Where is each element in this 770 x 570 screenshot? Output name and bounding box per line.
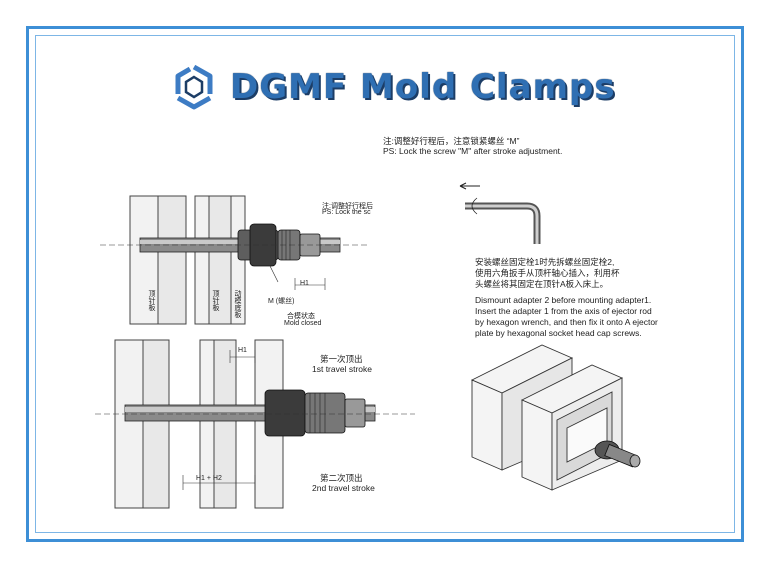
label-plate-3: 动模底板 [234,290,241,318]
instruction-en-4: plate by hexagonal socket head cap screw… [475,328,642,338]
header: DGMF Mold Clamps [170,62,616,112]
label-ejector-plate-2: 顶针板 [212,290,219,311]
label-h1-small: H1 [300,280,309,287]
first-stroke-en: 1st travel stroke [312,364,372,374]
second-stroke-en: 2nd travel stroke [312,483,375,493]
hex-wrench-diagram [459,182,541,244]
label-m-screw: M (螺丝) [268,298,295,305]
label-mold-closed-cn: 合模状态 [287,313,315,320]
note-top-cn: 注:调整好行程后，注意锁紧螺丝 “M” [383,136,520,146]
outer-frame [26,26,744,542]
label-h1h2: H1 + H2 [196,475,222,482]
instruction-cn-1: 安装螺丝固定栓1时先拆螺丝固定栓2, [475,257,615,267]
second-stroke-cn: 第二次顶出 [320,473,363,483]
label-mold-closed-en: Mold closed [284,320,322,327]
dgmf-logo-icon [175,64,213,110]
page-title: DGMF Mold Clamps [230,67,616,107]
instruction-cn-3: 头螺丝将其固定在顶针A板入床上。 [475,279,609,289]
instruction-en-3: by hexagon wrench, and then fix it onto … [475,317,658,327]
mold-isometric-diagram [470,344,641,491]
label-ejector-plate-1: 顶针板 [148,290,155,311]
travel-stroke-diagram [95,339,415,509]
instruction-cn-2: 使用六角扳手从顶杆轴心插入，利用杯 [475,268,620,278]
note-cut-en: PS: Lock the sc [322,209,371,216]
inner-frame [35,35,735,533]
instruction-en-1: Dismount adapter 2 before mounting adapt… [475,295,652,305]
first-stroke-cn: 第一次顶出 [320,354,363,364]
label-h1: H1 [238,347,247,354]
note-top-en: PS: Lock the screw "M" after stroke adju… [383,146,563,156]
mold-closed-diagram [100,195,370,325]
instruction-en-2: Insert the adapter 1 from the axis of ej… [475,306,652,316]
note-cut-cn: 注:调整好行程后 [322,203,373,210]
